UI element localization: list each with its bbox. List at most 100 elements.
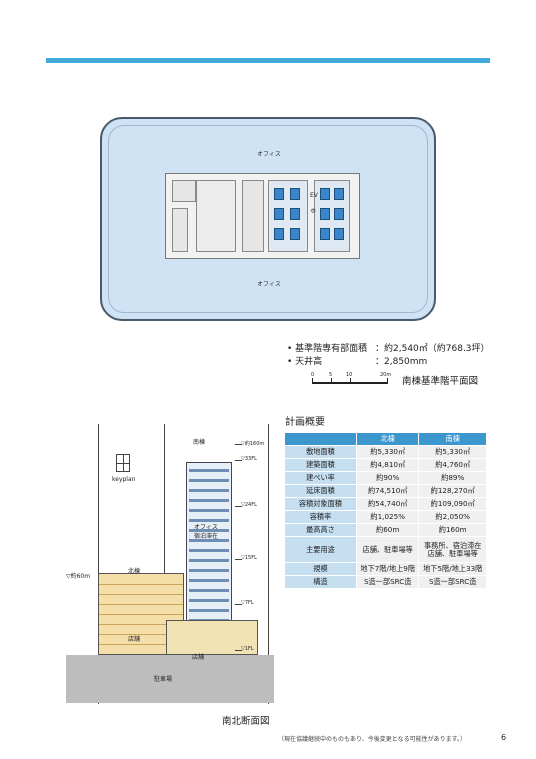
north-value: 約90% bbox=[355, 471, 420, 485]
elevator bbox=[320, 188, 330, 200]
table-header-row: 北棟 南棟 bbox=[284, 432, 487, 446]
table-header-blank bbox=[284, 432, 357, 446]
core-ho-label: ホ bbox=[310, 208, 317, 215]
building-core: EV ホ bbox=[165, 173, 360, 259]
south-value: 事務所、宿泊滞在 店舗、駐車場等 bbox=[418, 536, 487, 563]
north-value: 約5,330㎡ bbox=[355, 445, 420, 459]
keyplan-label: keyplan bbox=[112, 476, 136, 483]
row-label: 構造 bbox=[284, 575, 357, 589]
page-number: 6 bbox=[501, 733, 507, 742]
lobby-section-label: 店舗 bbox=[192, 654, 205, 661]
floor-24-label: ▽24FL bbox=[241, 502, 257, 508]
spec-label: • 天井高 bbox=[287, 357, 323, 367]
north-value: 約54,740㎡ bbox=[355, 497, 420, 511]
table-title: 計画概要 bbox=[285, 417, 325, 428]
keyplan: keyplan bbox=[108, 444, 138, 492]
footnote: （現在協議継続中のものもあり、今後変更となる可能性があります。） bbox=[278, 736, 466, 743]
north-value: 約74,510㎡ bbox=[355, 484, 420, 498]
row-label: 規模 bbox=[284, 562, 357, 576]
south-value: 約5,330㎡ bbox=[418, 445, 487, 459]
floor-plan-grid bbox=[108, 125, 428, 313]
elevator bbox=[274, 208, 284, 220]
table-row: 建ぺい率 約90% 約89% bbox=[284, 471, 487, 485]
floor-15-label: ▽15FL bbox=[241, 555, 257, 561]
floor-1-label: ▽1FL bbox=[241, 646, 254, 652]
table-row: 延床面積 約74,510㎡ 約128,270㎡ bbox=[284, 484, 487, 498]
scale-tick-20: 20m bbox=[380, 372, 392, 378]
floor-33-label: ▽33FL bbox=[241, 456, 257, 462]
elevator bbox=[334, 188, 344, 200]
core-toilets bbox=[196, 180, 236, 252]
floor-plan: オフィス オフィス EV ホ bbox=[100, 117, 436, 321]
north-value: 店舗、駐車場等 bbox=[355, 536, 420, 563]
scale-tick-10: 10 bbox=[346, 372, 353, 378]
elevator bbox=[320, 228, 330, 240]
north-value: 約1,025% bbox=[355, 510, 420, 524]
north-value: 約60m bbox=[355, 523, 420, 537]
table-row: 容積対象面積 約54,740㎡ 約109,090㎡ bbox=[284, 497, 487, 511]
south-height-label: ▽約160m bbox=[241, 441, 265, 447]
north-height-label: ▽約60m bbox=[66, 573, 91, 580]
core-room bbox=[242, 180, 264, 252]
elevator bbox=[290, 228, 300, 240]
north-building-label: 北棟 bbox=[128, 568, 141, 575]
scale-tick-5: 5 bbox=[329, 372, 333, 378]
elevator bbox=[290, 188, 300, 200]
shop-section-label: 店舗 bbox=[128, 636, 141, 643]
row-label: 敷地面積 bbox=[284, 445, 357, 459]
elevator bbox=[334, 228, 344, 240]
row-label: 容積対象面積 bbox=[284, 497, 357, 511]
south-value: 約2,050% bbox=[418, 510, 487, 524]
south-value: 約4,760㎡ bbox=[418, 458, 487, 472]
table-row: 敷地面積 約5,330㎡ 約5,330㎡ bbox=[284, 445, 487, 459]
section-diagram: keyplan 南棟 北棟 ▽約60m オフィス 宿泊滞在 店舗 店舗 bbox=[46, 424, 276, 714]
keyplan-icon bbox=[116, 454, 130, 472]
table-header-south: 南棟 bbox=[418, 432, 487, 446]
ground-section bbox=[66, 655, 274, 703]
row-label: 最高高さ bbox=[284, 523, 357, 537]
elevator bbox=[320, 208, 330, 220]
section-caption: 南北断面図 bbox=[222, 716, 270, 727]
table-header-north: 北棟 bbox=[355, 432, 420, 446]
office-section-label: オフィス bbox=[194, 524, 218, 531]
spec-value: ：約2,540㎡（約768.3坪） bbox=[375, 344, 490, 354]
floor-7-label: ▽7FL bbox=[241, 600, 254, 606]
parking-section-label: 駐車場 bbox=[154, 676, 173, 683]
table-row: 最高高さ 約60m 約160m bbox=[284, 523, 487, 537]
table-row: 構造 S造一部SRC造 S造一部SRC造 bbox=[284, 575, 487, 589]
south-value: 地下5階/地上33階 bbox=[418, 562, 487, 576]
core-ev-label: EV bbox=[310, 192, 318, 199]
core-room bbox=[172, 180, 196, 202]
row-label: 建築面積 bbox=[284, 458, 357, 472]
office-label-top: オフィス bbox=[257, 151, 281, 158]
table-row: 容積率 約1,025% 約2,050% bbox=[284, 510, 487, 524]
header-rule bbox=[46, 58, 490, 63]
row-label: 建ぺい率 bbox=[284, 471, 357, 485]
south-value: 約160m bbox=[418, 523, 487, 537]
office-label-bottom: オフィス bbox=[257, 281, 281, 288]
row-label: 延床面積 bbox=[284, 484, 357, 498]
table-row: 建築面積 約4,810㎡ 約4,760㎡ bbox=[284, 458, 487, 472]
spec-label: • 基準階専有部面積 bbox=[287, 344, 368, 354]
elevator bbox=[274, 228, 284, 240]
south-value: 約128,270㎡ bbox=[418, 484, 487, 498]
spec-value: ：2,850mm bbox=[375, 357, 428, 367]
podium bbox=[166, 620, 258, 655]
table-row: 規模 地下7階/地上9階 地下5階/地上33階 bbox=[284, 562, 487, 576]
north-value: S造一部SRC造 bbox=[355, 575, 420, 589]
north-value: 約4,810㎡ bbox=[355, 458, 420, 472]
scale-bar: 0 5 10 20m bbox=[311, 372, 392, 384]
south-value: 約109,090㎡ bbox=[418, 497, 487, 511]
north-value: 地下7階/地上9階 bbox=[355, 562, 420, 576]
south-value: S造一部SRC造 bbox=[418, 575, 487, 589]
row-label: 容積率 bbox=[284, 510, 357, 524]
spec-floor-area: • 基準階専有部面積 ：約2,540㎡（約768.3坪） bbox=[287, 341, 490, 354]
table-row: 主要用途 店舗、駐車場等 事務所、宿泊滞在 店舗、駐車場等 bbox=[284, 536, 487, 563]
core-stair bbox=[172, 208, 188, 252]
spec-table: 北棟 南棟 敷地面積 約5,330㎡ 約5,330㎡ 建築面積 約4,810㎡ … bbox=[284, 432, 487, 589]
south-tower-label: 南棟 bbox=[193, 439, 206, 446]
elevator bbox=[334, 208, 344, 220]
row-label: 主要用途 bbox=[284, 536, 357, 563]
plan-caption: 南棟基準階平面図 bbox=[402, 376, 479, 387]
hotel-section-label: 宿泊滞在 bbox=[194, 533, 219, 540]
